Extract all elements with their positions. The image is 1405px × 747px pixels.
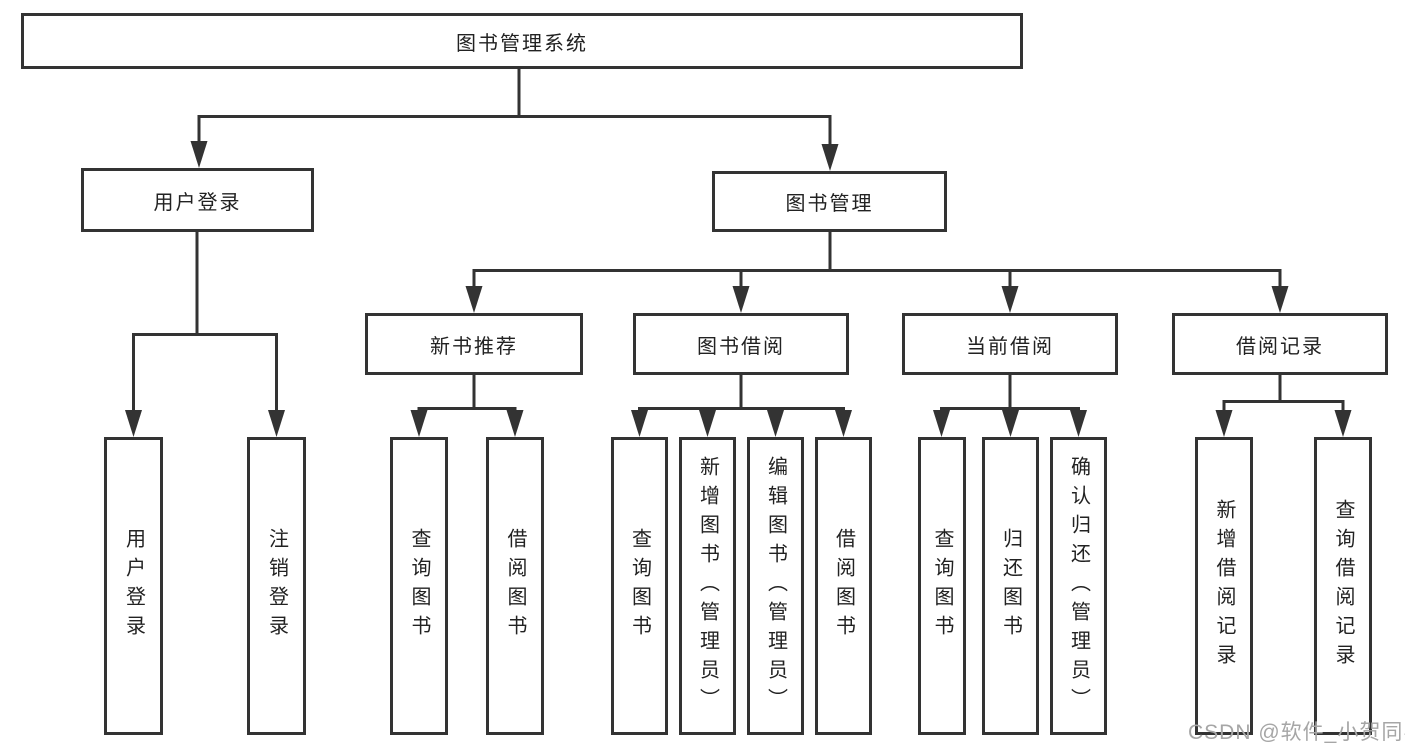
- node-query-books-current: 查询图书: [918, 437, 966, 735]
- arrow-down-icon: [732, 286, 750, 313]
- arrow-down-icon: [933, 410, 950, 437]
- arrow-down-icon: [125, 410, 142, 437]
- leaf-label: 查询借阅记录: [1332, 499, 1354, 673]
- node-add-borrow-record: 新增借阅记录: [1195, 437, 1253, 735]
- leaf-label: 确认归还（管理员）: [1067, 455, 1090, 717]
- arrow-down-icon: [767, 410, 784, 437]
- elbow-connectors: [132, 69, 1345, 430]
- node-borrow-books-recommend: 借阅图书: [486, 437, 544, 735]
- leaf-label: 新增图书（管理员）: [696, 455, 719, 717]
- node-root-system: 图书管理系统: [21, 13, 1023, 69]
- node-current-borrow: 当前借阅: [902, 313, 1118, 375]
- node-user-login: 用户登录: [81, 168, 314, 232]
- arrow-down-icon: [506, 410, 524, 437]
- arrow-down-icon: [1002, 410, 1019, 437]
- leaf-label: 查询图书: [931, 528, 953, 644]
- node-logout: 注销登录: [247, 437, 306, 735]
- arrowhead-icons: [125, 141, 1352, 437]
- leaf-label: 新增借阅记录: [1213, 499, 1235, 673]
- arrow-down-icon: [1070, 410, 1087, 437]
- arrow-down-icon: [465, 286, 483, 313]
- leaf-label: 归还图书: [999, 528, 1022, 644]
- node-borrow-books: 借阅图书: [815, 437, 872, 735]
- node-query-borrow-record: 查询借阅记录: [1314, 437, 1372, 735]
- node-add-books-admin: 新增图书（管理员）: [679, 437, 736, 735]
- node-return-books: 归还图书: [982, 437, 1039, 735]
- node-query-books-recommend: 查询图书: [390, 437, 448, 735]
- node-borrow-records: 借阅记录: [1172, 313, 1388, 375]
- arrow-down-icon: [410, 410, 428, 437]
- node-book-borrow: 图书借阅: [633, 313, 849, 375]
- node-new-book-recommend: 新书推荐: [365, 313, 583, 375]
- watermark: CSDN @软件_小贺同学: [1188, 721, 1405, 744]
- arrow-down-icon: [190, 141, 208, 168]
- arrow-down-icon: [835, 410, 852, 437]
- leaf-label: 用户登录: [122, 528, 145, 644]
- arrow-down-icon: [1271, 286, 1289, 313]
- arrow-down-icon: [1001, 286, 1019, 313]
- arrow-down-icon: [821, 144, 839, 171]
- node-edit-books-admin: 编辑图书（管理员）: [747, 437, 804, 735]
- leaf-label: 查询图书: [408, 528, 430, 644]
- node-confirm-return-admin: 确认归还（管理员）: [1050, 437, 1107, 735]
- leaf-label: 借阅图书: [832, 528, 855, 644]
- node-book-management: 图书管理: [712, 171, 947, 232]
- leaf-label: 借阅图书: [504, 528, 526, 644]
- leaf-label: 注销登录: [265, 528, 288, 644]
- leaf-label: 编辑图书（管理员）: [764, 455, 787, 717]
- node-query-books-borrow: 查询图书: [611, 437, 668, 735]
- arrow-down-icon: [1215, 410, 1233, 437]
- arrow-down-icon: [631, 410, 648, 437]
- arrow-down-icon: [699, 410, 716, 437]
- arrow-down-icon: [268, 410, 285, 437]
- arrow-down-icon: [1334, 410, 1352, 437]
- leaf-label: 查询图书: [628, 528, 651, 644]
- node-user-login-leaf: 用户登录: [104, 437, 163, 735]
